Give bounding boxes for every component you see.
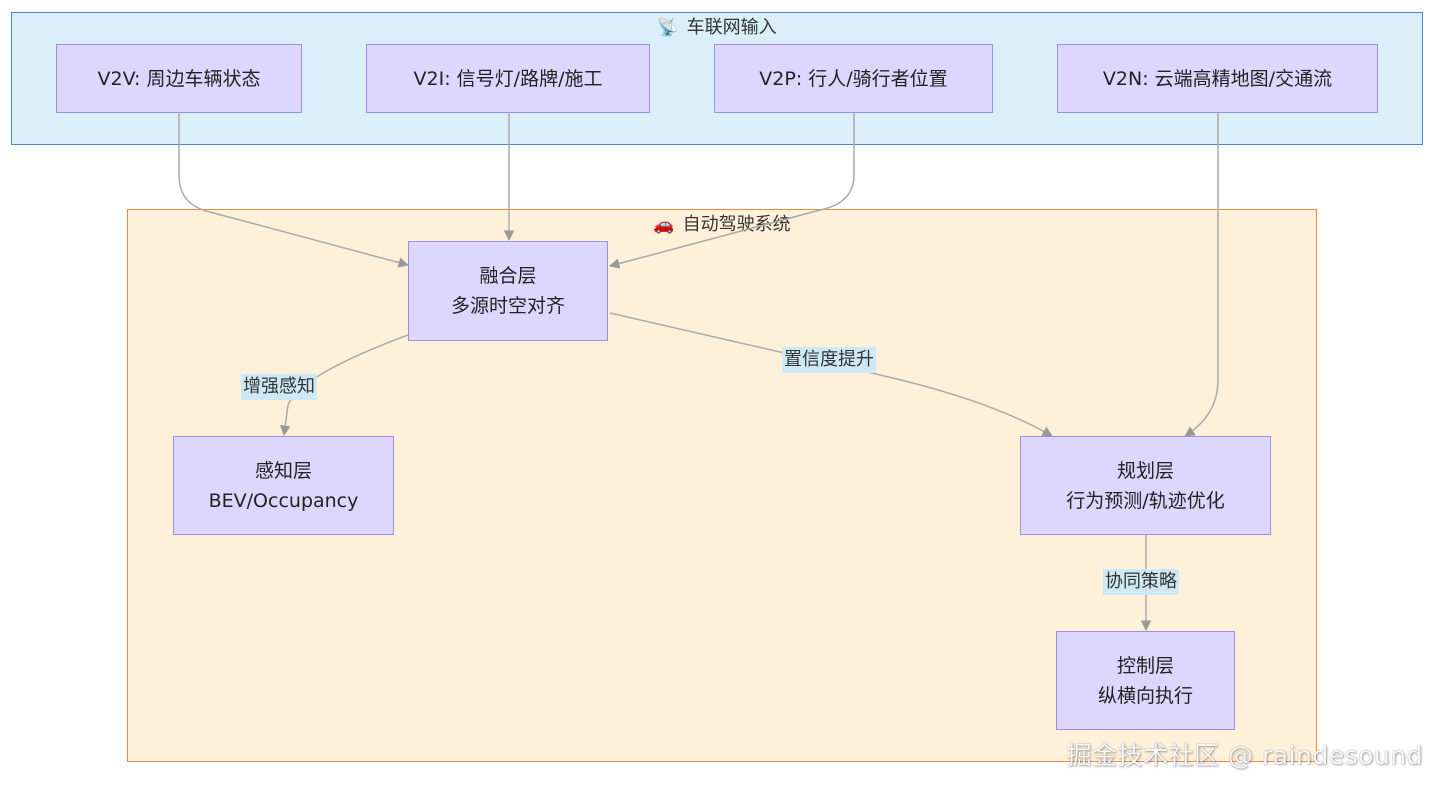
node-perception-subtitle: BEV/Occupancy — [208, 489, 359, 512]
node-v2n-label: V2N: 云端高精地图/交通流 — [1102, 67, 1333, 90]
node-control-title: 控制层 — [1116, 654, 1174, 677]
node-v2v-label: V2V: 周边车辆状态 — [97, 67, 261, 90]
node-fusion-layer: 融合层 多源时空对齐 — [408, 241, 608, 341]
node-perception-title: 感知层 — [254, 459, 312, 482]
car-icon: 🚗 — [653, 215, 675, 235]
node-v2i: V2I: 信号灯/路牌/施工 — [366, 44, 650, 113]
node-planning-subtitle: 行为预测/轨迹优化 — [1066, 489, 1225, 512]
node-planning-layer: 规划层 行为预测/轨迹优化 — [1020, 436, 1271, 535]
node-v2p: V2P: 行人/骑行者位置 — [714, 44, 993, 113]
node-fusion-subtitle: 多源时空对齐 — [450, 295, 565, 317]
node-v2i-label: V2I: 信号灯/路牌/施工 — [413, 67, 603, 90]
node-planning-title: 规划层 — [1116, 459, 1174, 482]
node-v2n: V2N: 云端高精地图/交通流 — [1057, 44, 1378, 113]
cluster-v2x-title-text: 车联网输入 — [686, 17, 777, 38]
node-v2p-label: V2P: 行人/骑行者位置 — [759, 67, 948, 90]
node-control-layer: 控制层 纵横向执行 — [1056, 631, 1235, 730]
edge-label-enhanced-perception: 增强感知 — [241, 374, 317, 400]
edge-label-cooperative-strategy: 协同策略 — [1103, 569, 1179, 595]
watermark-text: 掘金技术社区 @ raindesound — [1066, 741, 1423, 770]
node-v2v: V2V: 周边车辆状态 — [56, 44, 302, 113]
edge-label-confidence-boost: 置信度提升 — [782, 347, 876, 373]
cluster-ads-title: 🚗 自动驾驶系统 — [128, 212, 1316, 238]
satellite-antenna-icon: 📡 — [657, 18, 679, 38]
node-perception-layer: 感知层 BEV/Occupancy — [173, 436, 394, 535]
cluster-ads-title-text: 自动驾驶系统 — [682, 214, 791, 235]
cluster-v2x-title: 📡 车联网输入 — [12, 15, 1422, 41]
node-fusion-title: 融合层 — [479, 265, 537, 287]
node-control-subtitle: 纵横向执行 — [1097, 684, 1193, 707]
